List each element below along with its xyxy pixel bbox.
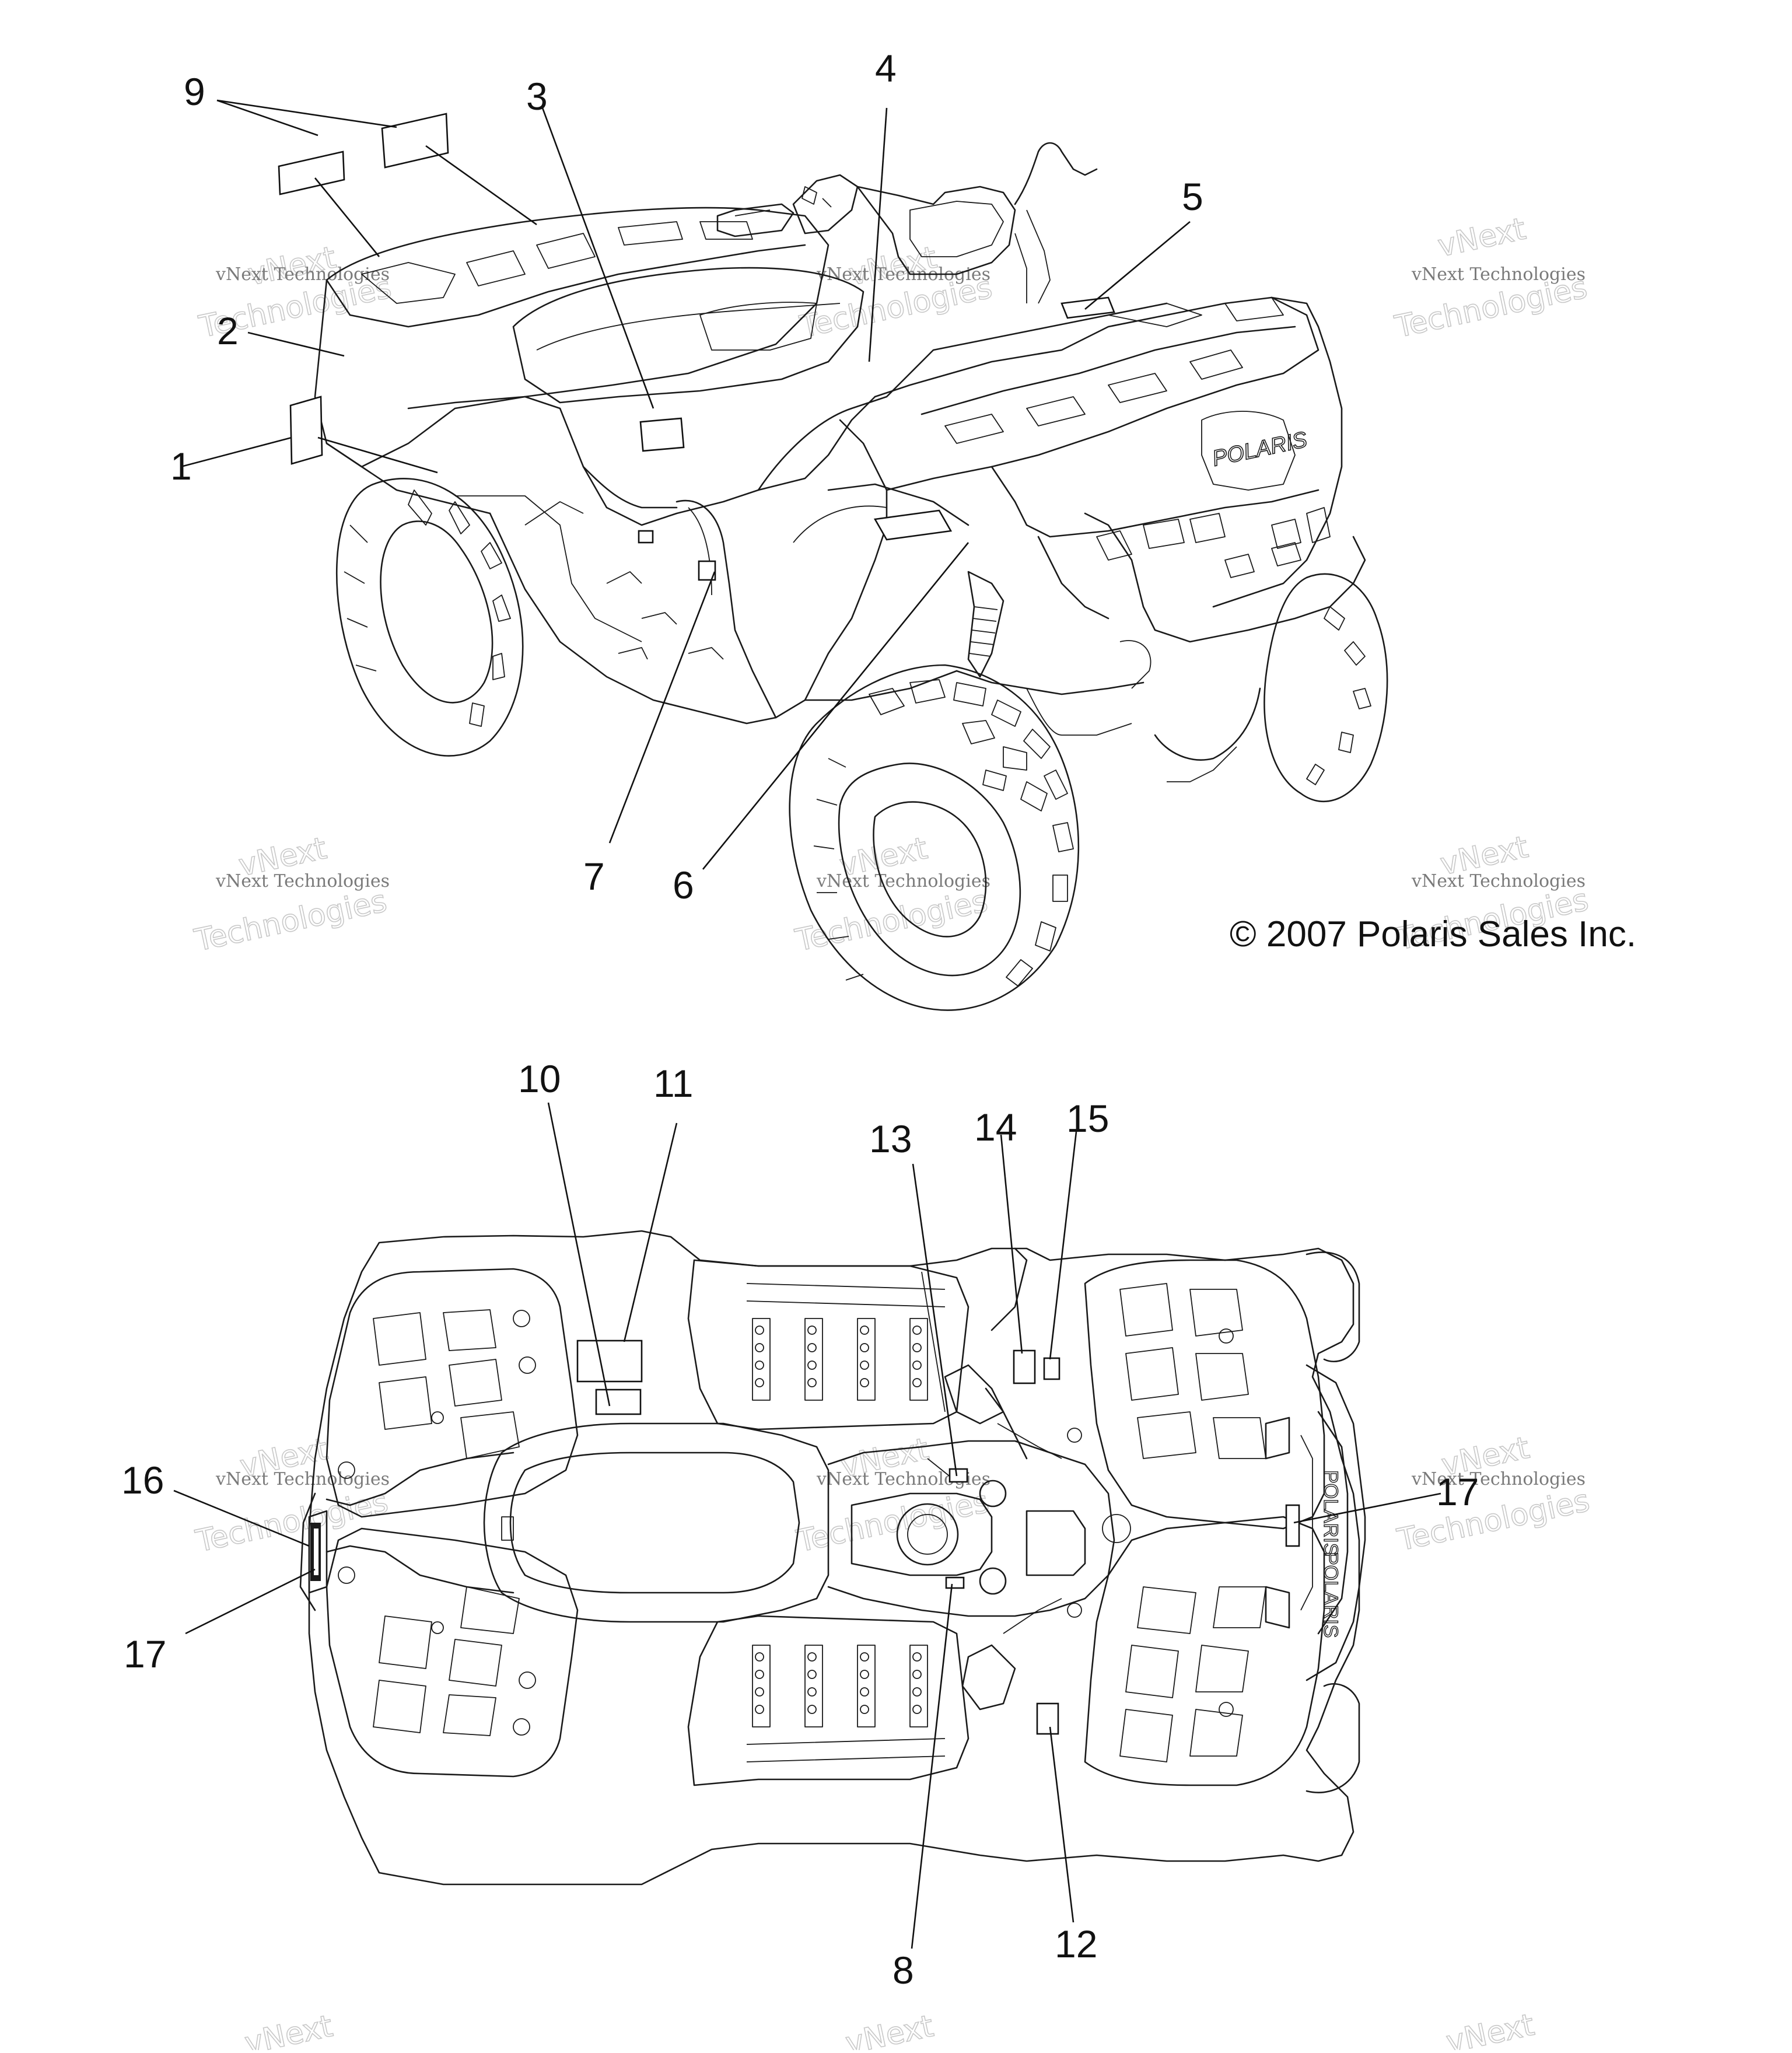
left-control-top bbox=[961, 1644, 1016, 1711]
watermark-text: vNext Technologies bbox=[1411, 871, 1586, 891]
watermark-text: vNext Technologies bbox=[1411, 264, 1586, 285]
callout-16: 16 bbox=[121, 1459, 164, 1502]
decal-1 bbox=[289, 396, 323, 465]
leaders-bottom bbox=[173, 1102, 1441, 1949]
watermark-big-text: Technologies bbox=[792, 884, 991, 959]
callout-17-front: 17 bbox=[1436, 1470, 1479, 1513]
callout-14: 14 bbox=[974, 1106, 1017, 1149]
decal-10 bbox=[595, 1389, 642, 1415]
right-handlebar bbox=[1014, 142, 1098, 205]
callout-4: 4 bbox=[875, 47, 897, 90]
leaders-top bbox=[180, 99, 1191, 870]
callout-5: 5 bbox=[1182, 175, 1203, 218]
watermark-text: vNext Technologies bbox=[215, 871, 390, 891]
throttle-top bbox=[944, 1364, 1005, 1425]
decal-15 bbox=[1043, 1357, 1060, 1380]
front-right-wheel bbox=[1154, 573, 1388, 803]
callout-12: 12 bbox=[1055, 1922, 1097, 1965]
watermark-big-text: vNext bbox=[242, 2009, 335, 2050]
right-footrest bbox=[687, 1615, 970, 1786]
callout-1: 1 bbox=[170, 445, 192, 488]
decal-12 bbox=[1036, 1702, 1059, 1735]
watermark-big-text: vNext bbox=[842, 2009, 936, 2050]
callout-11: 11 bbox=[653, 1062, 694, 1105]
instrument-pod bbox=[856, 186, 1016, 275]
decal-9a bbox=[278, 151, 345, 195]
watermark-big-text: vNext bbox=[1435, 211, 1529, 264]
watermark-text: vNext Technologies bbox=[1411, 1469, 1586, 1489]
atv-side-view: POLARIS bbox=[278, 113, 1388, 1011]
callouts: 9 3 4 5 2 1 7 6 © 2007 Polaris Sales Inc… bbox=[121, 47, 1636, 1992]
decal-13 bbox=[949, 1468, 968, 1483]
front-left-wheel bbox=[789, 664, 1080, 1011]
decal-6 bbox=[873, 509, 953, 541]
callout-6: 6 bbox=[673, 863, 694, 907]
watermark-text: vNext Technologies bbox=[816, 264, 991, 285]
decal-14 bbox=[1013, 1349, 1036, 1384]
decal-9b bbox=[381, 113, 449, 169]
decal-3 bbox=[639, 417, 685, 452]
watermark-text: vNext Technologies bbox=[215, 264, 390, 285]
fuel-cap bbox=[896, 1503, 959, 1566]
watermark-big-text: Technologies bbox=[191, 884, 390, 959]
left-grip bbox=[716, 203, 794, 237]
callout-15: 15 bbox=[1066, 1097, 1109, 1140]
hood-logo: POLARIS bbox=[1210, 428, 1310, 471]
atv-top-view: POLARIS POLARIS bbox=[299, 1230, 1366, 1886]
callout-10: 10 bbox=[518, 1057, 561, 1100]
callout-13: 13 bbox=[869, 1117, 912, 1160]
copyright: © 2007 Polaris Sales Inc. bbox=[1230, 914, 1636, 954]
decal-17-front bbox=[1285, 1504, 1300, 1547]
callout-8: 8 bbox=[892, 1949, 914, 1992]
left-footrest bbox=[687, 1259, 970, 1431]
decal-10-11 bbox=[576, 1339, 643, 1383]
atv-body: POLARIS bbox=[314, 142, 1366, 736]
watermark-big-text: vNext bbox=[1443, 2007, 1537, 2050]
callout-17-rear: 17 bbox=[124, 1632, 166, 1676]
front-shock bbox=[967, 571, 1005, 678]
rear-left-wheel bbox=[335, 478, 524, 757]
watermark-text: vNext Technologies bbox=[215, 1469, 390, 1489]
decal-7b bbox=[638, 530, 654, 544]
hood-logo-top-2: POLARIS bbox=[1320, 1552, 1342, 1638]
watermark-big-text: Technologies bbox=[1394, 1483, 1592, 1558]
rear-tail-panel bbox=[308, 1510, 328, 1594]
watermark-text: vNext Technologies bbox=[816, 871, 991, 891]
throttle-housing bbox=[792, 174, 859, 235]
callout-2: 2 bbox=[217, 309, 239, 352]
callout-3: 3 bbox=[526, 75, 548, 118]
callout-7: 7 bbox=[583, 855, 605, 898]
callout-9: 9 bbox=[184, 70, 205, 113]
decal-8 bbox=[945, 1576, 965, 1589]
